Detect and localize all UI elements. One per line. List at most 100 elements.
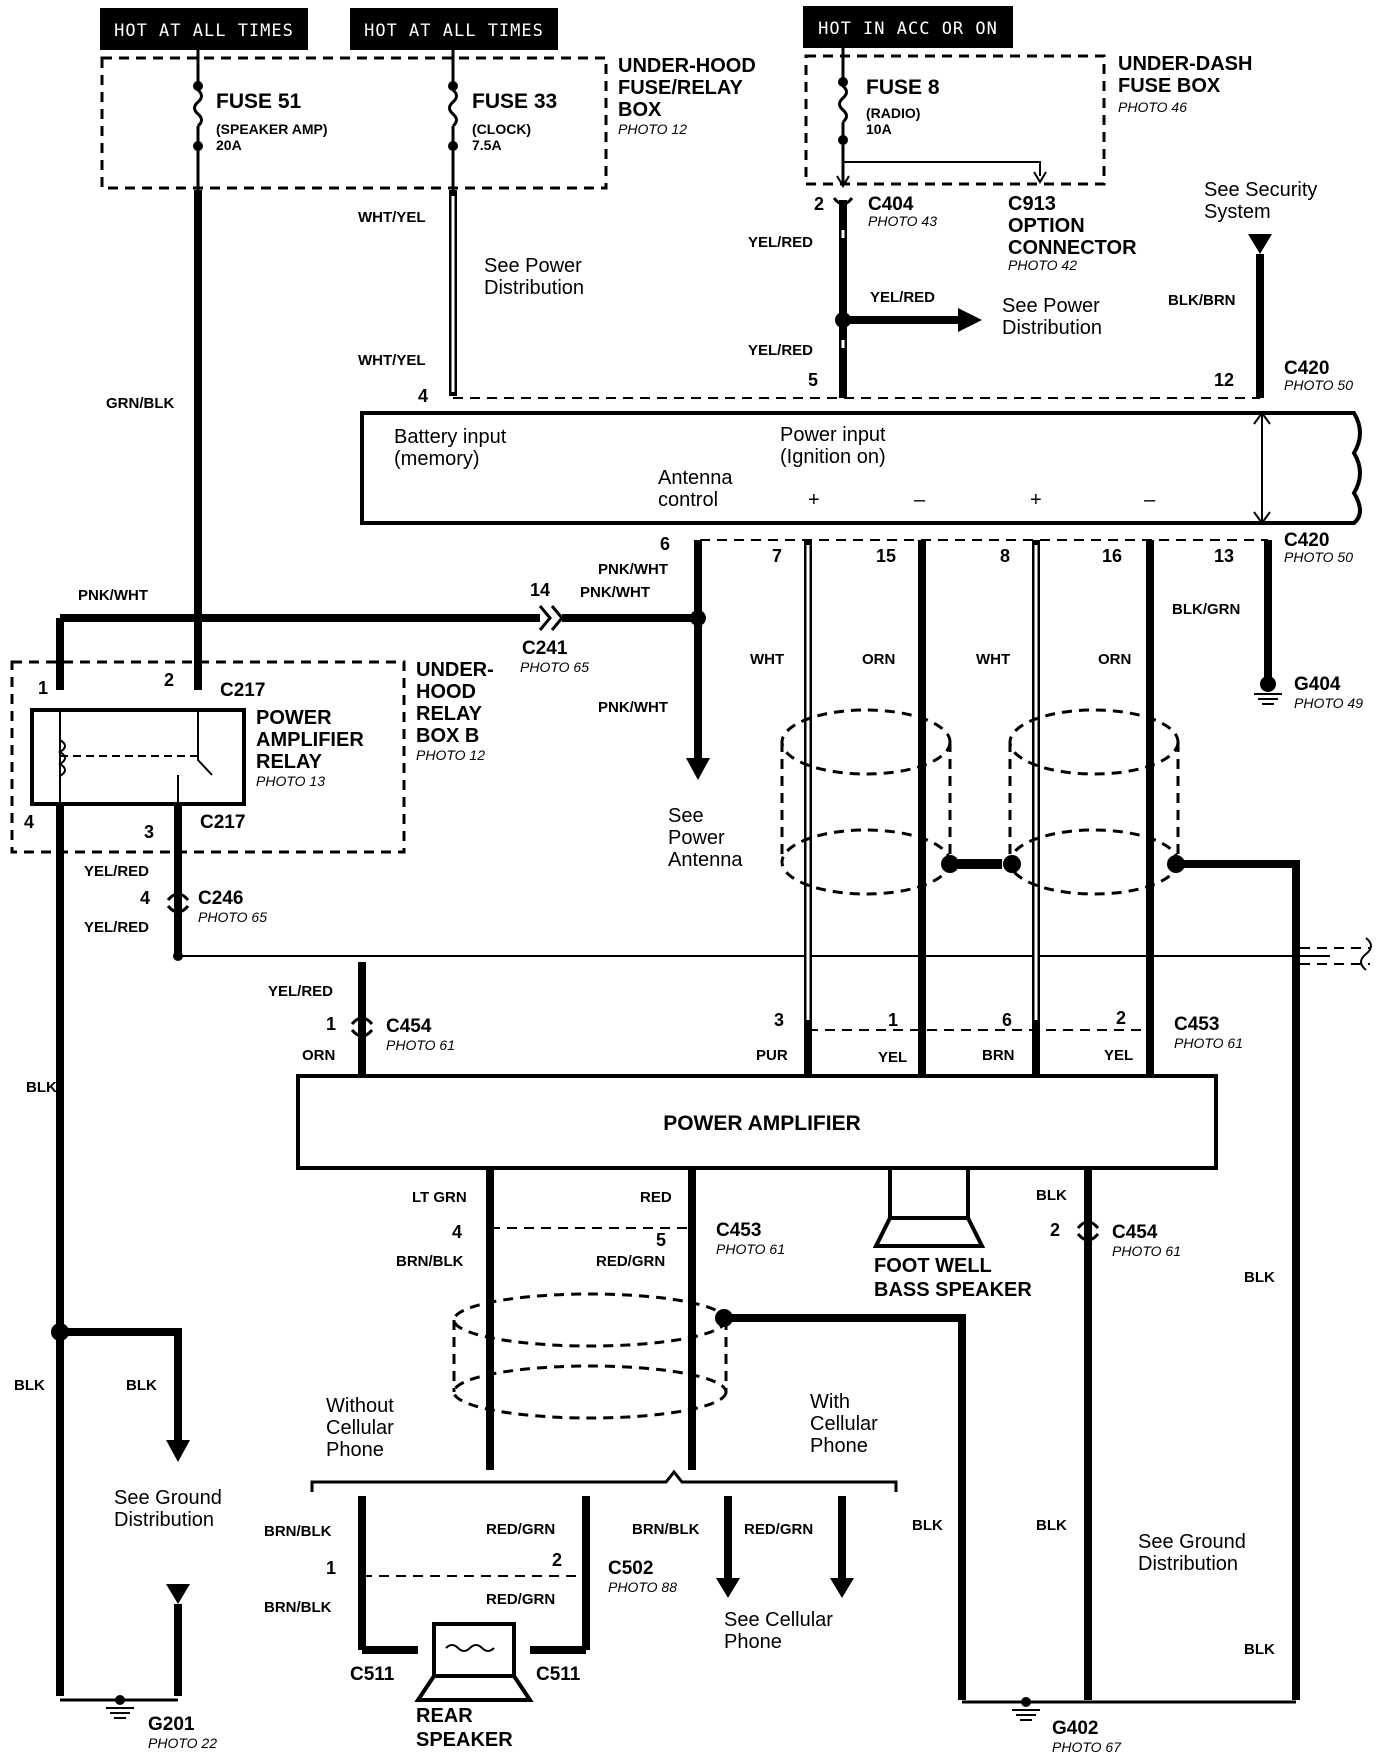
arrow-power-dist-right (958, 308, 982, 332)
c502-photo: PHOTO 88 (608, 1579, 677, 1595)
c913-photo: PHOTO 42 (1008, 257, 1077, 273)
hot-label-fuse33 (350, 8, 558, 50)
pin-14-c241: 14 (530, 580, 550, 600)
wire-label-lt-grn: LT GRN (412, 1189, 467, 1206)
shield-rear-speaker-cable (452, 1292, 728, 1420)
c217-bottom-label: C217 (200, 812, 245, 833)
wire-label-pnk-wht-3: PNK/WHT (598, 699, 668, 716)
wire-label-brn: BRN (982, 1047, 1015, 1064)
arrow-cell-2 (830, 1578, 854, 1598)
c246-label: C246 (198, 888, 243, 909)
fuse8-amps: 10A (866, 121, 892, 137)
see-power-dist-1-line1: See Power (484, 255, 582, 277)
relaybox-label-4: BOX B (416, 725, 479, 747)
underdash-fuse-box (804, 54, 1106, 186)
see-power-dist-2-line2: Distribution (1002, 317, 1102, 339)
wire-label-yel-red-relay-1: YEL/RED (84, 863, 149, 880)
radio-plus-1: + (808, 489, 820, 511)
relay-photo: PHOTO 13 (256, 773, 325, 789)
c913-label-2: OPTION (1008, 215, 1085, 237)
c454-top-connector (350, 1016, 374, 1038)
pin-15-radio: 15 (876, 546, 896, 566)
wire-label-brn-blk-2: BRN/BLK (264, 1523, 332, 1540)
without-cell-3: Phone (326, 1439, 384, 1461)
bass-speaker-label-2: BASS SPEAKER (874, 1279, 1032, 1301)
wire-label-blk-6: BLK (1244, 1269, 1275, 1286)
g404-label: G404 (1294, 674, 1341, 695)
c453-bottom-label: C453 (716, 1220, 761, 1241)
arrow-ground-dist-down (166, 1584, 190, 1604)
wire-label-wht-1: WHT (750, 651, 784, 668)
c420-bottom-label: C420 (1284, 530, 1329, 551)
fuse-8 (836, 48, 1047, 188)
c420-bottom-photo: PHOTO 50 (1284, 549, 1353, 565)
wire-label-yel-red-1: YEL/RED (748, 234, 813, 251)
pin-2-c502: 2 (552, 1550, 562, 1570)
pin-4-radio: 4 (418, 386, 428, 406)
pin-2-c217: 2 (164, 670, 174, 690)
g402-photo: PHOTO 67 (1052, 1739, 1122, 1755)
c454-bottom-connector (1076, 1220, 1100, 1242)
g201-label: G201 (148, 1714, 195, 1735)
hot-text-fuse33: HOT AT ALL TIMES (364, 21, 544, 41)
c454-top-photo: PHOTO 61 (386, 1037, 455, 1053)
with-cell-1: With (810, 1391, 850, 1413)
hot-text-fuse51: HOT AT ALL TIMES (114, 21, 294, 41)
rear-speaker-label-2: SPEAKER (416, 1729, 513, 1751)
radio-power-input-1: Power input (780, 424, 886, 446)
wire-label-wht-2: WHT (976, 651, 1010, 668)
hot-label-fuse8 (803, 6, 1013, 48)
c511-left-label: C511 (350, 1664, 395, 1685)
power-amplifier (296, 1074, 1218, 1170)
c217-top-label: C217 (220, 680, 265, 701)
underhood-box-label-1: UNDER-HOOD (618, 55, 756, 77)
relaybox-photo: PHOTO 12 (416, 747, 485, 763)
wire-label-pnk-wht-1: PNK/WHT (598, 561, 668, 578)
pin-1-c217: 1 (38, 678, 48, 698)
bass-speaker-label-1: FOOT WELL (874, 1255, 992, 1277)
wire-label-blk-brn: BLK/BRN (1168, 292, 1236, 309)
ground-g404-symbol (1254, 676, 1282, 705)
wire-label-pur: PUR (756, 1047, 788, 1064)
c404-label: C404 (868, 194, 914, 215)
wire-label-yel-1: YEL (878, 1049, 907, 1066)
c241-label: C241 (522, 638, 568, 659)
relay-label-1: POWER (256, 707, 332, 729)
pin-2-c404: 2 (814, 194, 824, 214)
wire-label-yel-2: YEL (1104, 1047, 1133, 1064)
fuse51-desc: (SPEAKER AMP) (216, 121, 328, 137)
underdash-box-label-2: FUSE BOX (1118, 75, 1221, 97)
c913-label-3: CONNECTOR (1008, 237, 1137, 259)
see-security-line2: System (1204, 201, 1271, 223)
underhood-box-photo: PHOTO 12 (618, 121, 687, 137)
wire-label-blk-1: BLK (26, 1079, 57, 1096)
c420-top-label: C420 (1284, 358, 1329, 379)
fuse-51 (193, 50, 203, 200)
c913-label-1: C913 (1008, 193, 1056, 215)
wire-label-pnk-wht-relay: PNK/WHT (78, 587, 148, 604)
without-cell-1: Without (326, 1395, 394, 1417)
rear-speaker-label-1: REAR (416, 1705, 473, 1727)
arrow-power-antenna-down (686, 758, 710, 780)
wire-label-blk-5: BLK (1036, 1517, 1067, 1534)
wire-label-wht-yel-1: WHT/YEL (358, 209, 426, 226)
wire-label-blk-7: BLK (1244, 1641, 1275, 1658)
underhood-box-label-2: FUSE/RELAY (618, 77, 744, 99)
wire-label-blk-amp: BLK (1036, 1187, 1067, 1204)
power-amplifier-label: POWER AMPLIFIER (663, 1112, 861, 1135)
option-brace (310, 1469, 898, 1492)
pin-4-c453-bottom: 4 (452, 1222, 462, 1242)
g404-photo: PHOTO 49 (1294, 695, 1363, 711)
arrow-ground-dist-up (166, 1440, 190, 1462)
pin-7-radio: 7 (772, 546, 782, 566)
wire-label-blk-2: BLK (14, 1377, 45, 1394)
pin-16-radio: 16 (1102, 546, 1122, 566)
fuse33-desc: (CLOCK) (472, 121, 531, 137)
arrow-security-down (1248, 234, 1272, 254)
foot-well-bass-speaker (872, 1166, 986, 1248)
c453-top-photo: PHOTO 61 (1174, 1035, 1243, 1051)
ground-g402-symbol (1012, 1697, 1040, 1721)
arrow-cell-1 (716, 1578, 740, 1598)
rear-speaker (414, 1622, 534, 1702)
c453-bottom-photo: PHOTO 61 (716, 1241, 785, 1257)
